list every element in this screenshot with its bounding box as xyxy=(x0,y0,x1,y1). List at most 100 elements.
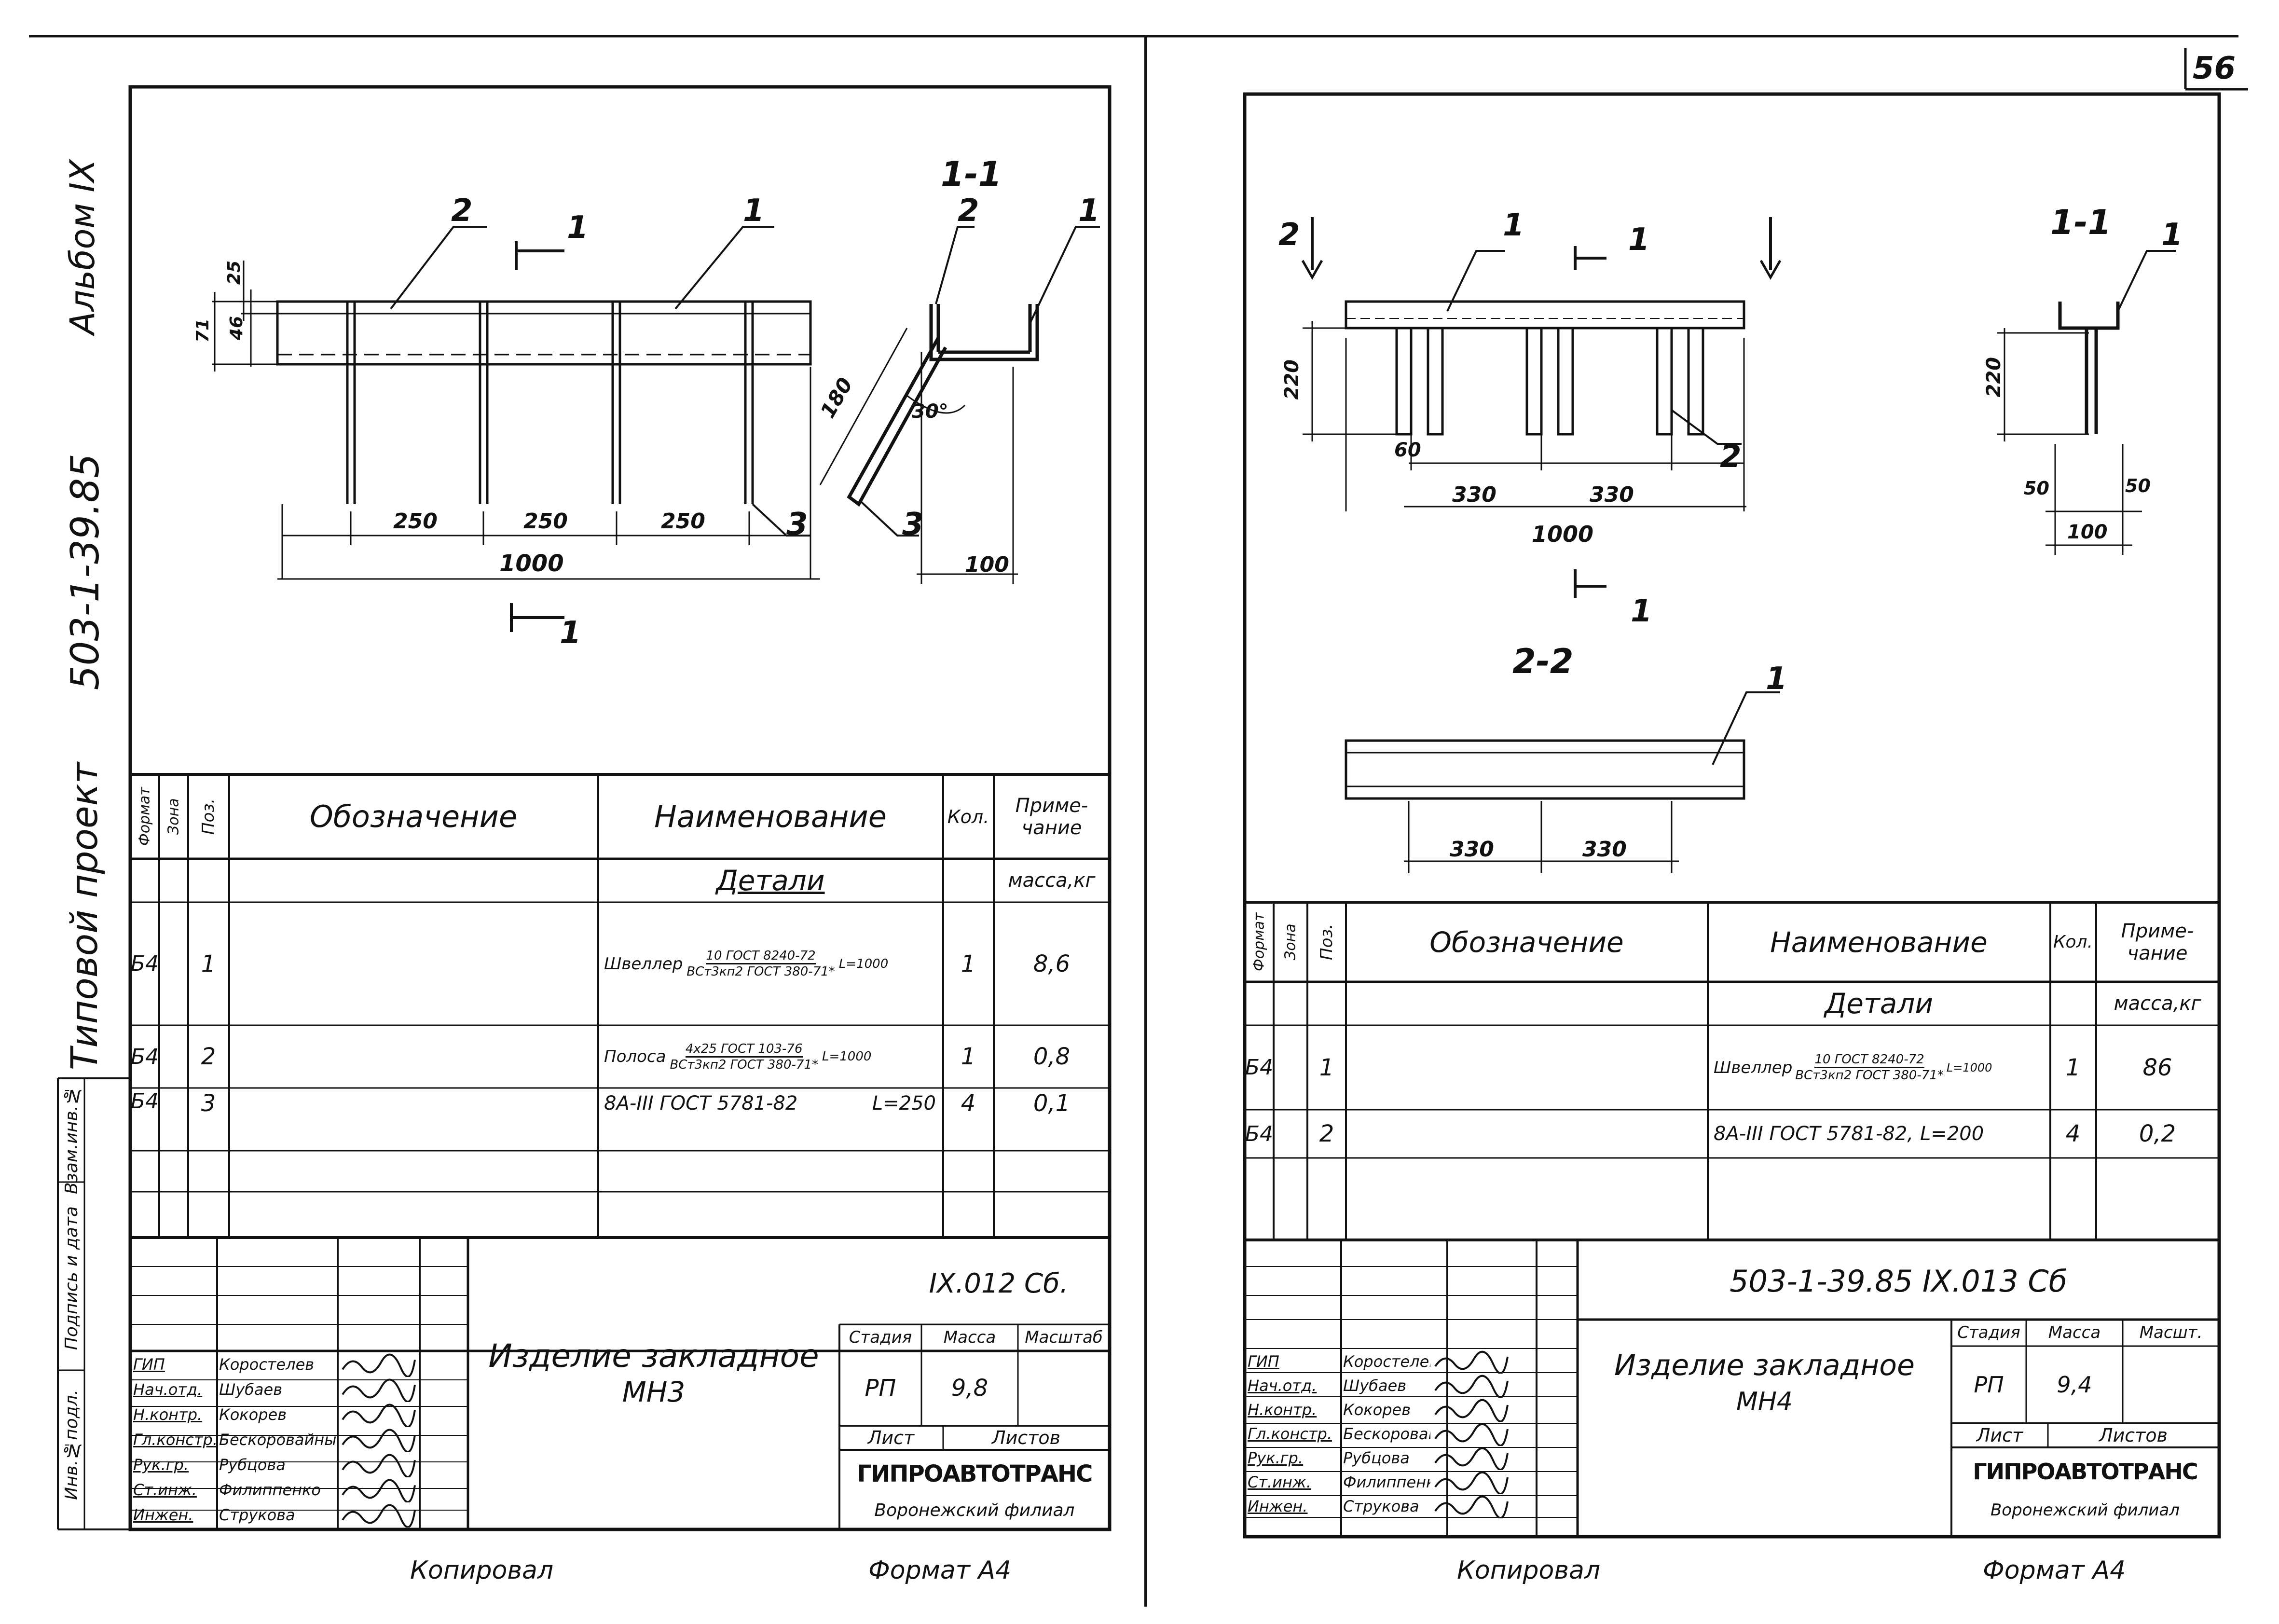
right-row2-len: L=200 xyxy=(1920,1123,1984,1145)
left-dim-100: 100 xyxy=(965,552,1009,577)
left-dim-71: 71 xyxy=(193,318,213,343)
left-row1-format: Б4 xyxy=(131,951,158,976)
right-plan-dim-330-a: 330 xyxy=(1450,837,1494,862)
right-section-label: 1-1 xyxy=(2050,203,2112,242)
right-row2-pos: 2 xyxy=(1319,1120,1334,1147)
left-section-label: 1-1 xyxy=(941,154,1002,194)
handwritten-signature xyxy=(342,1429,416,1452)
signature-name: Шубаев xyxy=(219,1380,283,1399)
right-stage-hdr: Стадия xyxy=(1957,1323,2020,1342)
left-stage-hdr: Стадия xyxy=(849,1328,912,1347)
left-hdr-format: Формат xyxy=(136,787,153,846)
right-row1-len: L=1000 xyxy=(1946,1060,1992,1074)
signature-role: ГИП xyxy=(133,1355,165,1374)
handwritten-signature xyxy=(1434,1375,1509,1398)
right-section-mark-top: 1 xyxy=(1628,222,1650,258)
right-section-details: Детали xyxy=(1824,987,1934,1020)
left-row2-format: Б4 xyxy=(131,1044,158,1069)
signature-name: Кокорев xyxy=(1343,1401,1411,1419)
left-note-unit: масса,кг xyxy=(1008,869,1096,892)
left-section-mark-bottom: 1 xyxy=(560,615,581,651)
signature-role: Нач.отд. xyxy=(133,1380,203,1399)
left-hdr-pos: Поз. xyxy=(199,798,218,835)
left-row2-frac-top: 4х25 ГОСТ 103-76 xyxy=(685,1042,803,1058)
left-section-mark-top: 1 xyxy=(567,210,589,246)
signature-role: Н.контр. xyxy=(1248,1401,1317,1419)
left-stage-val: РП xyxy=(865,1375,896,1402)
left-title-1: Изделие закладное xyxy=(488,1337,819,1375)
margin-field-sign: Подпись и дата xyxy=(62,1206,82,1350)
handwritten-signature xyxy=(1434,1423,1509,1446)
project-type-label: Типовой проект xyxy=(63,762,106,1071)
right-sec-dim-50-a: 50 xyxy=(2024,478,2049,499)
handwritten-signature xyxy=(342,1353,416,1377)
left-callout-2: 2 xyxy=(451,193,473,229)
signature-name: Бескоровайный xyxy=(219,1431,338,1449)
margin-field-replace: Взам.инв.№ xyxy=(62,1086,82,1195)
left-org-1: ГИПРОАВТОТРАНС xyxy=(857,1460,1093,1487)
footer-copied-left: Копировал xyxy=(410,1556,554,1585)
right-plan-dim-330-b: 330 xyxy=(1582,837,1627,862)
right-hdr-pos: Поз. xyxy=(1317,923,1336,961)
handwritten-signature xyxy=(1434,1350,1509,1374)
right-row1-fraction: 10 ГОСТ 8240-72 ВСт3кп2 ГОСТ 380-71* xyxy=(1795,1052,1944,1083)
signature-name: Рубцова xyxy=(1343,1449,1410,1467)
handwritten-signature xyxy=(1434,1471,1509,1494)
left-row3-len: L=250 xyxy=(872,1092,936,1115)
signature-name: Коростелев xyxy=(1343,1352,1430,1371)
right-row2-name: 8А-III ГОСТ 5781-82, L=200 xyxy=(1709,1111,2049,1157)
handwritten-signature xyxy=(1434,1399,1509,1422)
left-dim-1000: 1000 xyxy=(499,550,564,577)
left-scale-hdr: Масштаб xyxy=(1025,1328,1103,1347)
handwritten-signature xyxy=(342,1479,416,1502)
left-row3-pos: 3 xyxy=(201,1090,216,1117)
margin-field-inv: Инв.№подл. xyxy=(62,1390,82,1500)
handwritten-signature xyxy=(342,1504,416,1528)
left-dim-250-a: 250 xyxy=(393,509,438,534)
footer-format-right: Формат А4 xyxy=(1983,1556,2126,1585)
right-row1-frac-bot: ВСт3кп2 ГОСТ 380-71* xyxy=(1795,1068,1944,1083)
footer-format-left: Формат А4 xyxy=(868,1556,1012,1585)
left-sec-callout-3: 3 xyxy=(902,507,924,542)
signature-role: ГИП xyxy=(1248,1352,1279,1371)
album-label: Альбом IX xyxy=(63,159,102,335)
signature-role: Гл.констр. xyxy=(133,1431,217,1449)
left-doc-code: IX.012 Сб. xyxy=(929,1267,1069,1299)
right-dim-60: 60 xyxy=(1394,439,1421,461)
handwritten-signature xyxy=(342,1378,416,1402)
left-row1-name-text: Швеллер xyxy=(604,954,683,974)
left-sec-callout-2: 2 xyxy=(958,193,979,229)
right-sec-dim-100: 100 xyxy=(2067,521,2108,543)
left-dim-25: 25 xyxy=(224,261,244,285)
signature-name: Шубаев xyxy=(1343,1376,1407,1395)
signature-name: Бескоровайный xyxy=(1343,1425,1430,1443)
left-sheets-hdr: Листов xyxy=(992,1427,1060,1448)
signature-role: Ст.инж. xyxy=(1248,1473,1311,1491)
right-row1-pos: 1 xyxy=(1319,1054,1334,1081)
right-row2-note: 0,2 xyxy=(2139,1120,2176,1147)
left-mass-val: 9,8 xyxy=(951,1375,988,1402)
signature-role: Инжен. xyxy=(133,1506,193,1524)
right-section-mark-bottom: 1 xyxy=(1631,593,1652,629)
signature-role: Ст.инж. xyxy=(133,1481,197,1499)
right-dim-330-a: 330 xyxy=(1452,482,1496,507)
right-callout-2: 2 xyxy=(1720,439,1742,475)
right-doc-code: 503-1-39.85 IX.013 Сб xyxy=(1730,1263,2067,1299)
right-sec-callout-1: 1 xyxy=(2161,217,2183,253)
right-org-2: Воронежский филиал xyxy=(1990,1500,2180,1520)
left-dim-250-b: 250 xyxy=(523,509,568,534)
right-hdr-zone: Зона xyxy=(1282,923,1299,961)
left-row2-qty: 1 xyxy=(961,1043,976,1070)
signature-role: Гл.констр. xyxy=(1248,1425,1332,1443)
right-row2-format: Б4 xyxy=(1246,1121,1273,1146)
page-number: 56 xyxy=(2193,51,2236,86)
right-row1-qty: 1 xyxy=(2065,1054,2081,1081)
signature-role: Рук.гр. xyxy=(1248,1449,1304,1467)
left-row3-format: Б4 xyxy=(131,1089,158,1114)
right-sec-dim-220: 220 xyxy=(1983,357,2005,398)
left-row1-name: Швеллер 10 ГОСТ 8240-72 ВСт3кп2 ГОСТ 380… xyxy=(599,903,942,1024)
left-mass-hdr: Масса xyxy=(943,1328,996,1347)
right-hdr-note: Приме-чание xyxy=(2121,920,2194,964)
signature-role: Рук.гр. xyxy=(133,1456,189,1474)
